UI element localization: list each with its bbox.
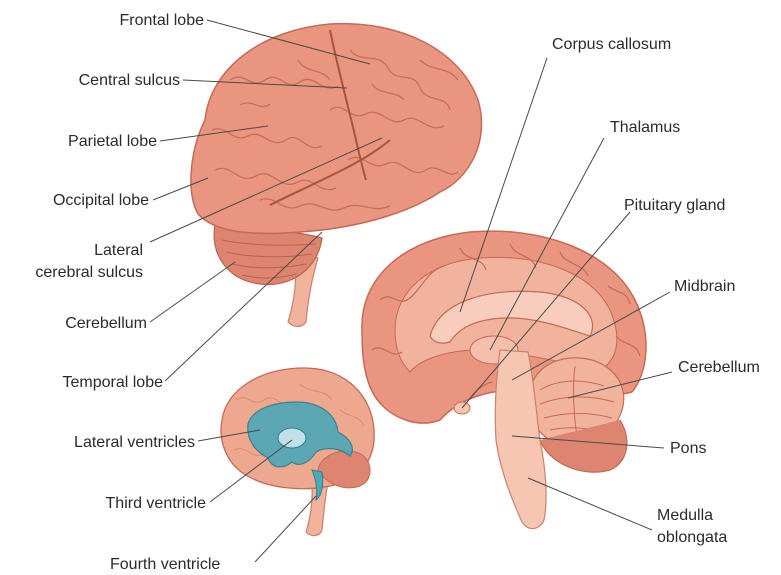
sagittal-brain-illustration — [362, 231, 646, 528]
label-lateral-cerebral-sulcus-line2: cerebral sulcus — [35, 263, 143, 282]
label-corpus-callosum: Corpus callosum — [552, 35, 671, 54]
ventricle-brain-illustration — [221, 368, 374, 536]
label-lateral-ventricles: Lateral ventricles — [74, 433, 195, 452]
label-pons: Pons — [670, 439, 706, 458]
label-cerebellum-lateral: Cerebellum — [65, 314, 147, 333]
leader-medulla — [528, 478, 652, 530]
label-midbrain: Midbrain — [674, 277, 735, 296]
label-medulla-line1: Medulla — [657, 506, 713, 525]
label-parietal-lobe: Parietal lobe — [68, 132, 157, 151]
label-central-sulcus: Central sulcus — [79, 71, 180, 90]
label-medulla-line2: oblongata — [657, 528, 727, 547]
label-fourth-ventricle: Fourth ventricle — [110, 555, 220, 574]
label-lateral-cerebral-sulcus-line1: Lateral — [94, 241, 143, 260]
leader-cerebellum-lateral — [150, 262, 235, 322]
label-pituitary-gland: Pituitary gland — [624, 196, 725, 215]
label-thalamus: Thalamus — [610, 118, 680, 137]
label-frontal-lobe: Frontal lobe — [120, 11, 205, 30]
label-occipital-lobe: Occipital lobe — [53, 191, 149, 210]
label-third-ventricle: Third ventricle — [106, 494, 206, 513]
label-temporal-lobe: Temporal lobe — [63, 373, 164, 392]
third-ventricle-shape — [278, 428, 306, 448]
label-cerebellum-sagittal: Cerebellum — [678, 358, 760, 377]
